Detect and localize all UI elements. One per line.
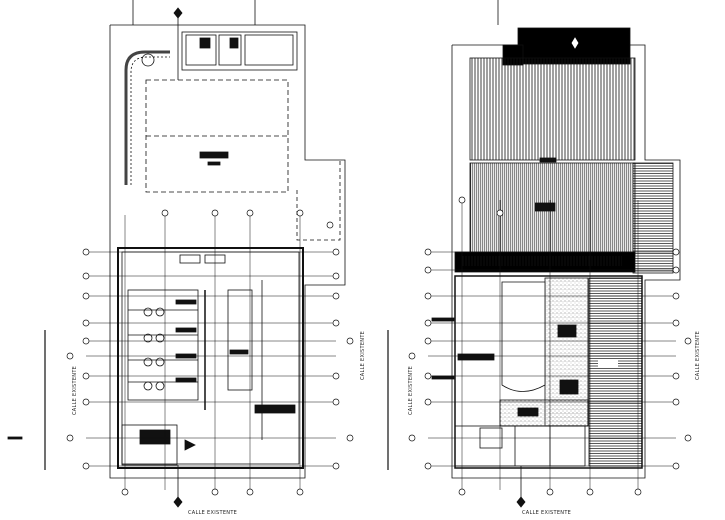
grid-bubbles-right <box>408 196 692 496</box>
grid-lines-left <box>86 215 336 490</box>
street-label-bottom-left: CALLE EXISTENTE <box>188 510 237 516</box>
street-label-left-side-right-plan: CALLE EXISTENTE <box>408 366 414 415</box>
roof-annex-hatched <box>632 162 674 274</box>
roof-right-wing <box>588 277 643 467</box>
grid-bubbles-left <box>66 209 354 496</box>
street-label-right-side-right-plan: CALLE EXISTENTE <box>695 331 701 380</box>
roof-plan-right <box>387 0 681 508</box>
street-label-bottom-right: CALLE EXISTENTE <box>522 510 571 516</box>
site-boundary <box>109 24 346 479</box>
main-building <box>117 247 304 469</box>
toilet-fixtures <box>143 299 197 391</box>
street-label-left-side: CALLE EXISTENTE <box>72 366 78 415</box>
access-ramp <box>124 50 170 185</box>
roof-upper-striped <box>469 57 636 161</box>
roof-white-gable <box>501 281 546 392</box>
street-label-right-side: CALLE EXISTENTE <box>360 331 366 380</box>
floor-plan-left <box>7 0 346 508</box>
grid-lines-right <box>428 200 676 490</box>
service-block <box>181 31 298 71</box>
